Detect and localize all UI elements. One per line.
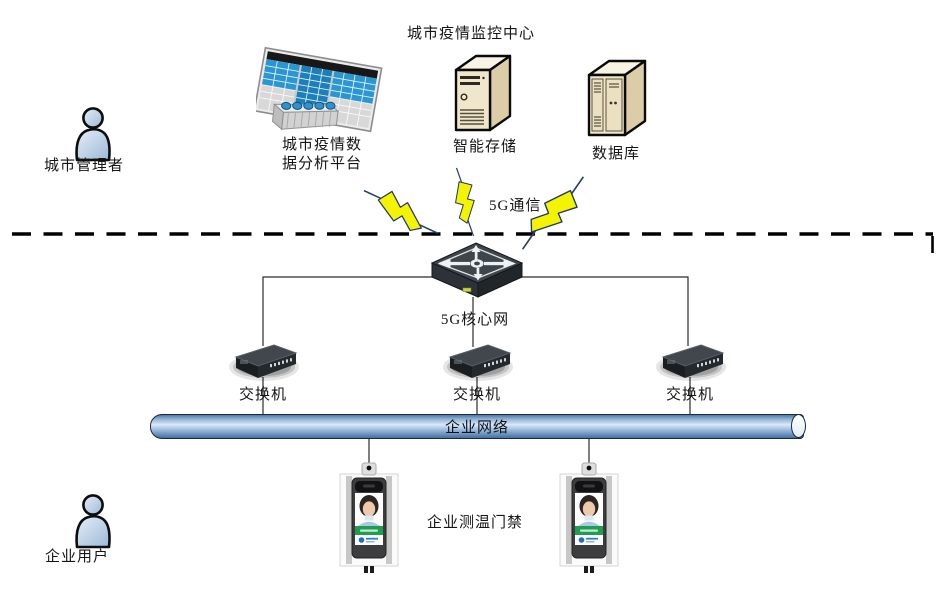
access-gate-label: 企业测温门禁 xyxy=(427,515,524,531)
logo-icon xyxy=(358,537,365,543)
lightning-bolt-icon xyxy=(446,164,485,239)
camera-icon xyxy=(366,465,372,471)
platform-label-line2: 据分析平台 xyxy=(281,156,362,172)
switch-label: 交换机 xyxy=(238,387,287,403)
switch-label: 交换机 xyxy=(665,387,714,403)
router-arrows xyxy=(438,245,516,281)
database-label: 数据库 xyxy=(591,146,640,162)
control-console xyxy=(271,101,340,131)
logo-icon xyxy=(578,537,585,543)
network-pipe: 企业网络 xyxy=(150,414,806,439)
zone-divider-dashed-line xyxy=(12,232,934,253)
face-temperature-terminal-icon xyxy=(339,462,399,573)
enterprise-network-label: 企业网络 xyxy=(444,420,509,436)
server-tower-icon xyxy=(454,54,512,132)
enterprise-user-label: 企业用户 xyxy=(45,549,110,565)
pipe-end-cap xyxy=(791,414,806,438)
person-icon xyxy=(75,107,111,162)
switch-icon xyxy=(656,344,726,381)
face-temperature-terminal-icon xyxy=(559,462,619,573)
platform-label: 城市疫情数 据分析平台 xyxy=(258,136,386,174)
connection-lines xyxy=(262,276,691,463)
portrait xyxy=(358,495,380,526)
wall-screen xyxy=(256,46,383,133)
city-manager-label: 城市管理者 xyxy=(44,158,125,174)
video-wall-icon xyxy=(256,46,383,133)
switch-icon xyxy=(443,344,513,381)
switch-label: 交换机 xyxy=(452,387,501,403)
person-icon xyxy=(75,494,111,549)
5g-comm-label: 5G通信 xyxy=(489,198,542,214)
storage-label: 智能存储 xyxy=(452,139,517,155)
monitoring-center-label: 城市疫情监控中心 xyxy=(407,26,536,42)
router-led xyxy=(462,287,472,292)
camera-icon xyxy=(586,465,592,471)
portrait xyxy=(578,495,600,526)
platform-label-line1: 城市疫情数 xyxy=(281,137,362,153)
switch-icon xyxy=(229,344,299,381)
5g-core-label: 5G核心网 xyxy=(440,312,510,328)
database-server-icon xyxy=(587,59,647,137)
router-icon xyxy=(430,242,524,298)
